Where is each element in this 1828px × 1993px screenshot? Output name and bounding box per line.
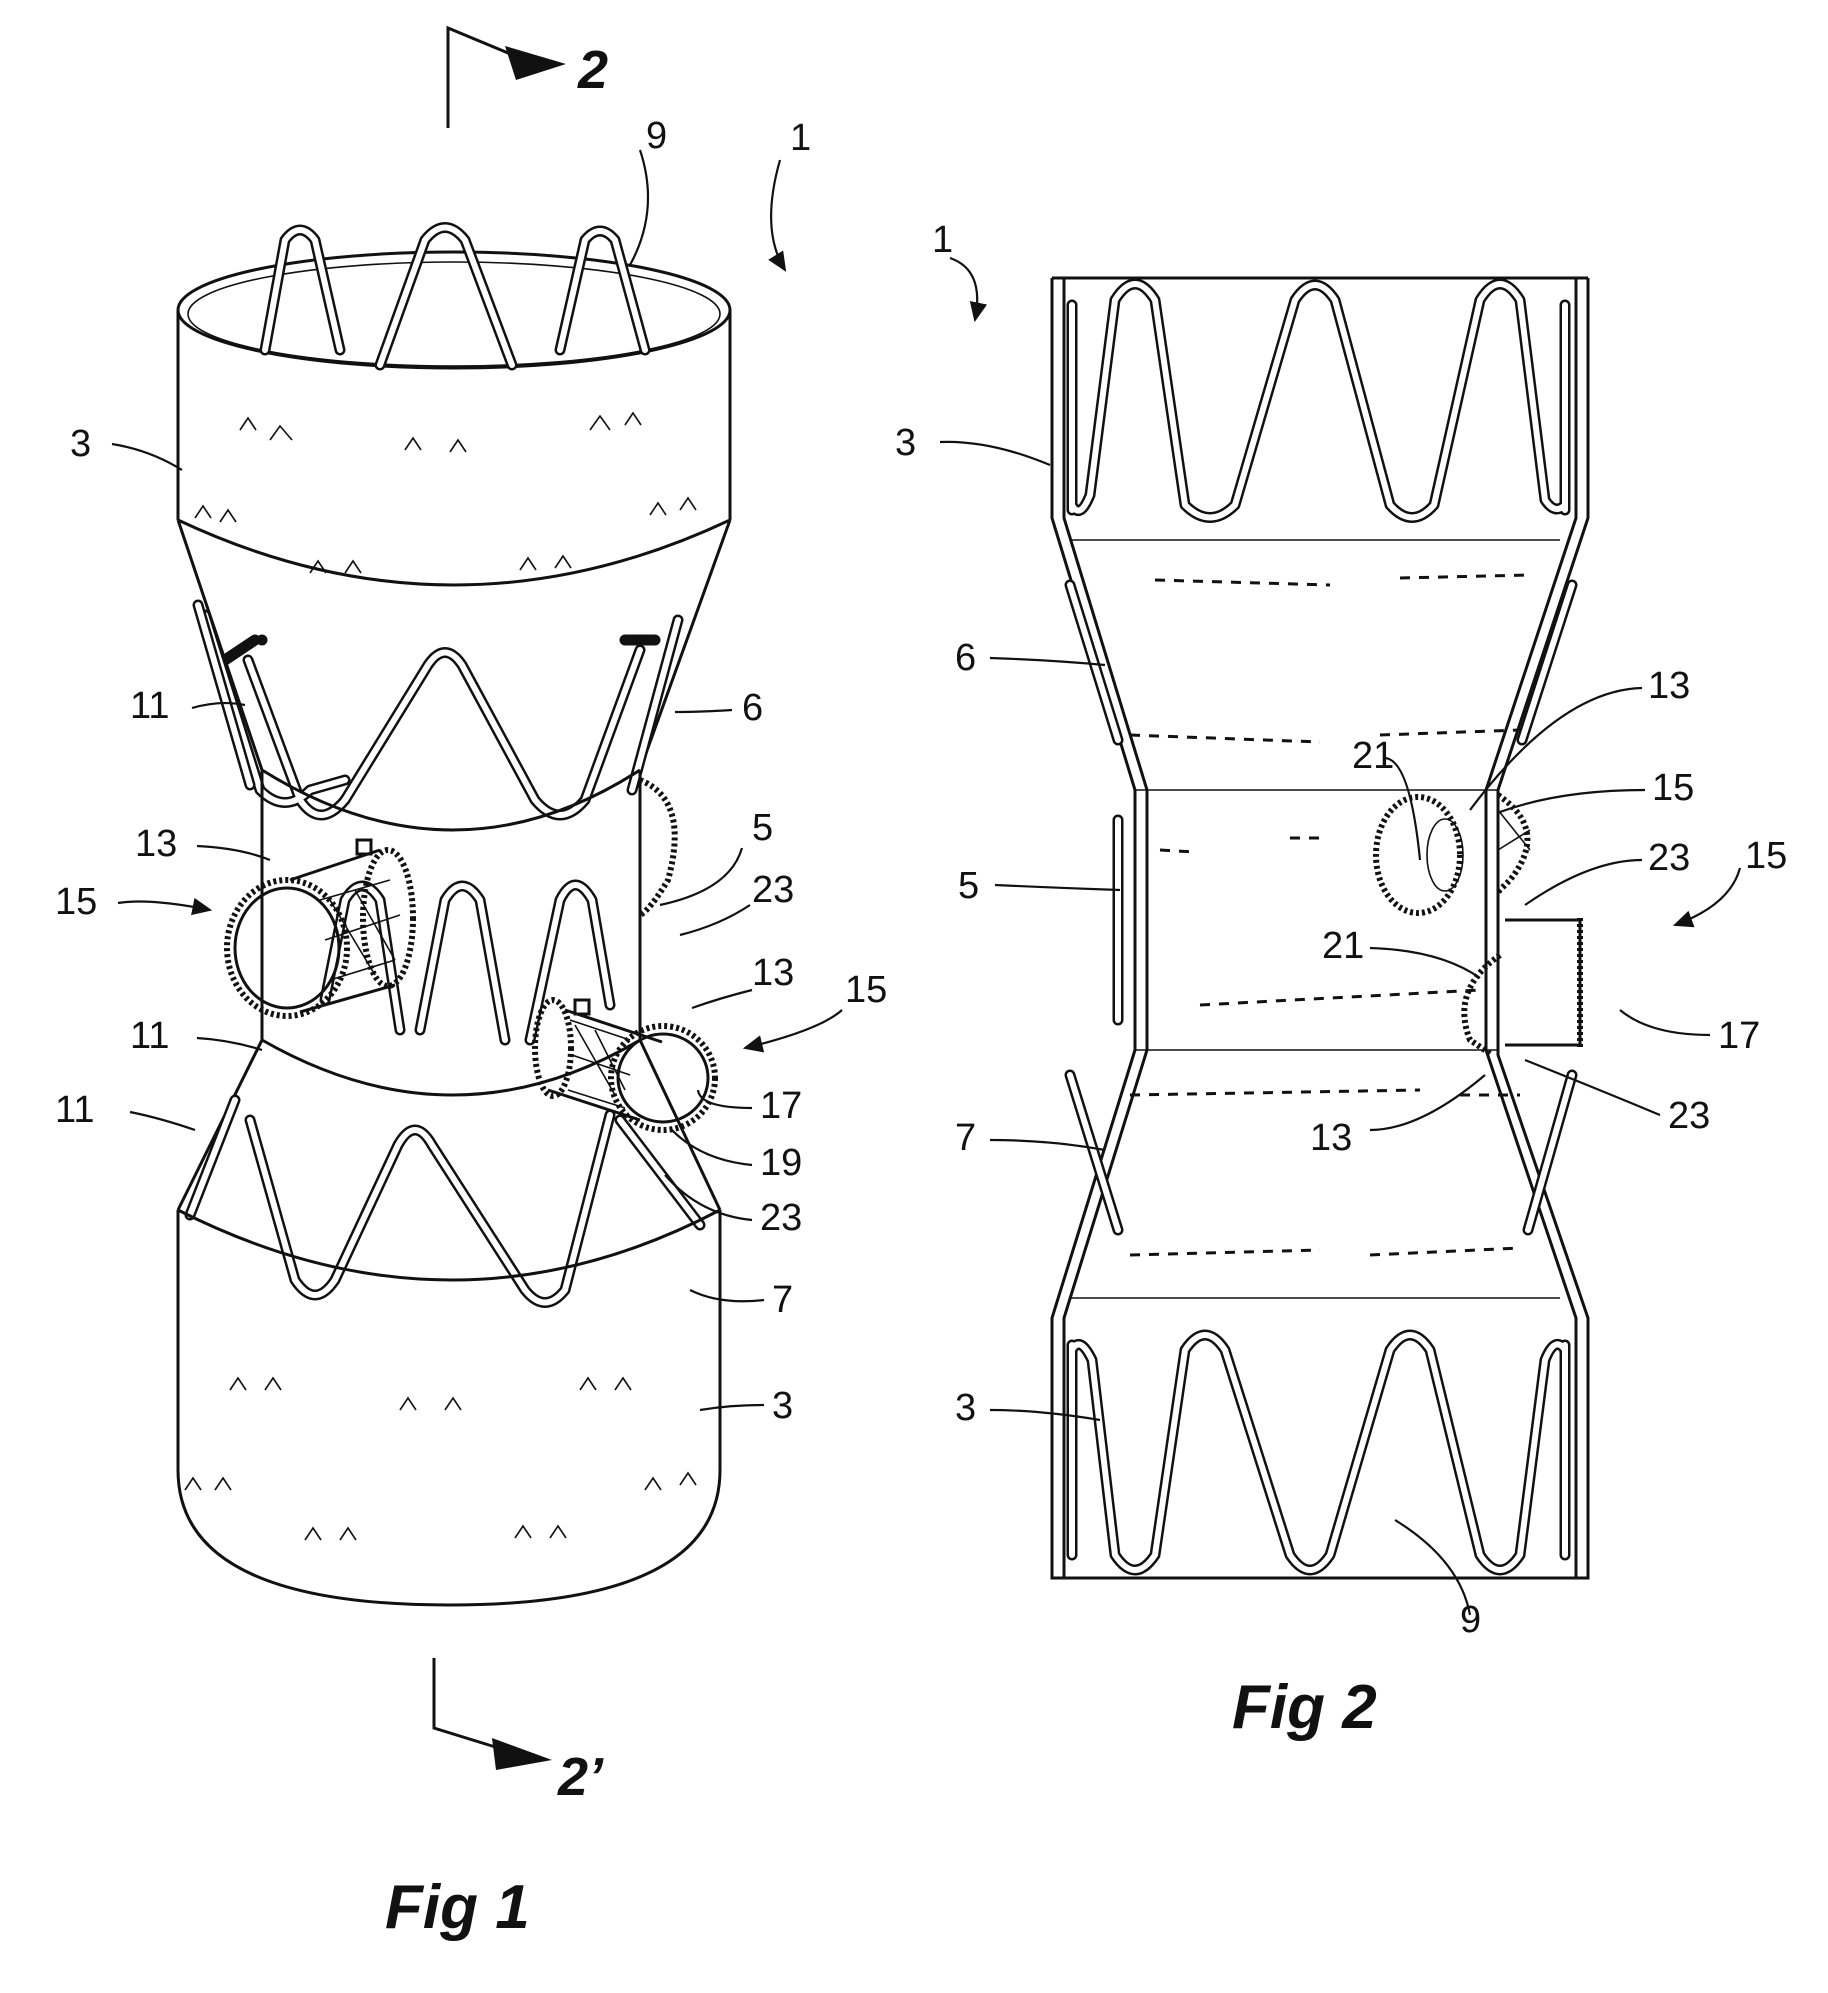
fig2-bottom-stent: [1072, 1335, 1565, 1570]
fig2-label-21-a: 21: [1352, 735, 1394, 777]
fig2-label-21-b: 21: [1322, 925, 1364, 967]
fig1-caption: Fig 1: [385, 1873, 530, 1942]
fig2-label-23-b: 23: [1668, 1095, 1710, 1137]
bottom-cylinder: [178, 1210, 720, 1605]
fig2-label-23-a: 23: [1648, 837, 1690, 879]
section-label-top: 2: [577, 40, 608, 100]
fig1-label-3-top: 3: [70, 423, 91, 465]
fig2-label-3-top: 3: [895, 422, 916, 464]
fig1-label-7: 7: [772, 1279, 793, 1321]
fig1-label-6: 6: [742, 687, 763, 729]
fig2-outline: [1052, 278, 1588, 1578]
fig1-label-3-bottom: 3: [772, 1385, 793, 1427]
top-cylinder: [178, 228, 730, 586]
fig1-label-15-a: 15: [55, 881, 97, 923]
fig2-label-9: 9: [1460, 1599, 1481, 1641]
fig2-label-13-a: 13: [1648, 665, 1690, 707]
fig1-label-19: 19: [760, 1142, 802, 1184]
fig1-label-23-a: 23: [752, 869, 794, 911]
section-arrow-top: [448, 28, 566, 128]
fig1-label-11-a: 11: [130, 685, 169, 727]
section-arrow-bottom: [434, 1658, 552, 1770]
fig2-label-7: 7: [955, 1117, 976, 1159]
fig1-label-13-a: 13: [135, 823, 177, 865]
fig1-label-9: 9: [646, 115, 667, 157]
fig1-label-17: 17: [760, 1085, 802, 1127]
fig1-label-1: 1: [790, 117, 811, 159]
fig2-label-17: 17: [1718, 1015, 1760, 1057]
fig2-label-3-bottom: 3: [955, 1387, 976, 1429]
fig1-label-15-b: 15: [845, 969, 887, 1011]
lower-cone: [178, 1040, 720, 1303]
fig2-top-stent: [1072, 284, 1565, 518]
fig2-label-1: 1: [932, 219, 953, 261]
fig1-label-23-b: 23: [760, 1197, 802, 1239]
fig2-label-15-b: 15: [1745, 835, 1787, 877]
fig1-label-5: 5: [752, 807, 773, 849]
fig2-label-15-a: 15: [1652, 767, 1694, 809]
fig2-caption: Fig 2: [1232, 1673, 1377, 1742]
figure-1-drawing: 9 1 3 11 6 13 5 15 23 11 13 15 11 17 19 …: [55, 28, 887, 1942]
side-branch-right: [535, 1000, 715, 1130]
section-label-bottom: 2’: [557, 1747, 604, 1807]
fig2-label-6: 6: [955, 637, 976, 679]
fig1-label-11-c: 11: [55, 1089, 94, 1131]
figure-2-drawing: 1 3 6 13 21 15 23 15 5 21 17 13 23 7 3 9…: [895, 219, 1787, 1742]
fig1-label-13-b: 13: [752, 952, 794, 994]
fig2-fenestrations: [1376, 795, 1580, 1055]
fig2-label-5: 5: [958, 865, 979, 907]
fig1-label-11-b: 11: [130, 1015, 169, 1057]
fig2-label-13-b: 13: [1310, 1117, 1352, 1159]
